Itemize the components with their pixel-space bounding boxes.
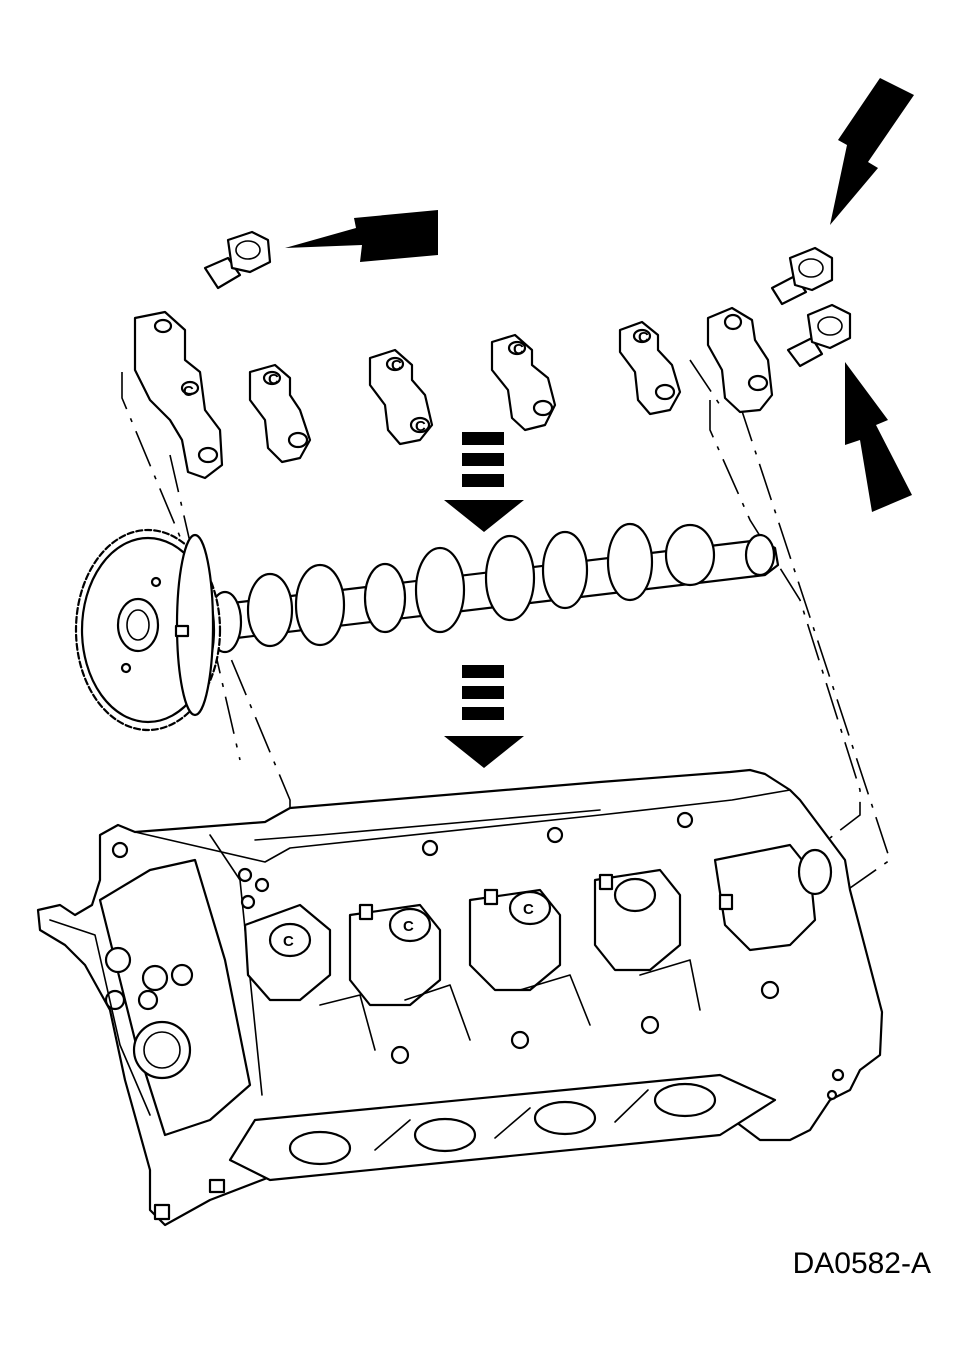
- bearing-cap-3: C C: [368, 348, 434, 446]
- arrow-rear-upper-bolt: [830, 78, 914, 225]
- arrow-rear-lower-bolt: [845, 362, 912, 512]
- svg-text:C: C: [403, 918, 414, 935]
- bearing-cap-5: C: [618, 320, 682, 416]
- svg-text:C: C: [283, 933, 294, 950]
- svg-text:C: C: [638, 329, 649, 346]
- svg-text:C: C: [415, 418, 426, 435]
- bearing-cap-bolt-rear-upper: [770, 246, 834, 306]
- camshaft-bearing-caps: C C C C C C: [133, 306, 774, 480]
- arrow-camshaft-down: [444, 665, 524, 768]
- bearing-cap-front: C: [133, 310, 224, 480]
- bearing-saddle-4: [613, 877, 657, 913]
- bearing-cap-bolt-front: [203, 230, 272, 290]
- svg-text:C: C: [391, 357, 402, 374]
- svg-text:C: C: [523, 901, 534, 918]
- bearing-cap-rear: [706, 306, 774, 414]
- svg-text:C: C: [513, 341, 524, 358]
- bearing-saddle-2: C: [388, 907, 432, 943]
- bearing-cap-2: C: [248, 363, 312, 464]
- head-bolt-bosses: [237, 811, 845, 1101]
- bearing-cap-4: C: [490, 333, 557, 432]
- camshaft: [74, 522, 780, 732]
- svg-text:C: C: [183, 383, 194, 400]
- arrow-caps-down: [444, 432, 524, 532]
- svg-text:C: C: [268, 371, 279, 388]
- cylinder-head: C C C: [36, 768, 884, 1227]
- figure-id-label: DA0582-A: [792, 1247, 931, 1280]
- arrow-front-bolt: [285, 210, 438, 262]
- camshaft-sprocket: [74, 528, 222, 732]
- bearing-cap-bolt-rear-lower: [786, 303, 852, 368]
- bearing-saddle-5: [797, 848, 833, 896]
- bearing-saddle-1: C: [268, 922, 312, 958]
- bearing-saddle-3: C: [508, 890, 552, 926]
